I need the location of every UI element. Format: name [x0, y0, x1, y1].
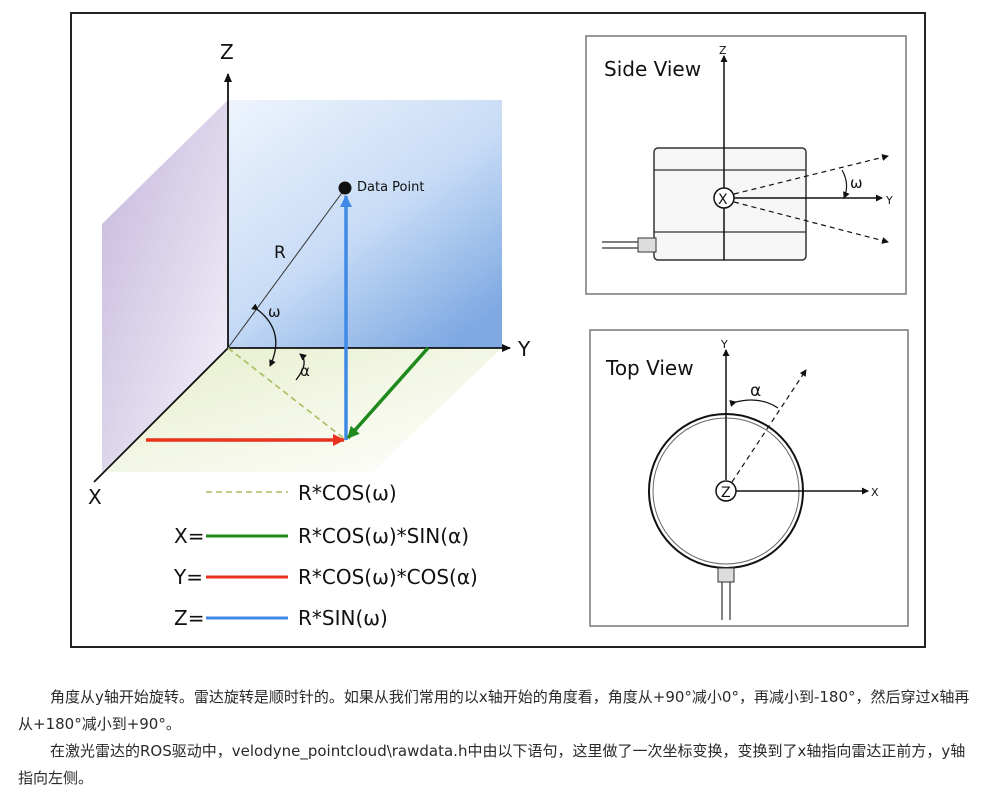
radius-line: [227, 189, 345, 349]
top-z-circle: [715, 480, 737, 502]
figure-canvas: Z Y X Data Point R ω α R*COS(ω) X= R*COS…: [88, 35, 909, 630]
axis-label-x: X: [88, 485, 102, 509]
top-cable-connector: [717, 567, 735, 583]
cable-connector: [637, 237, 657, 253]
axis-label-z: Z: [220, 40, 234, 64]
top-view-title: Top View: [605, 356, 694, 380]
alpha-arc: [295, 353, 307, 381]
top-axis-label-z: Z: [721, 485, 731, 501]
axis-label-y: Y: [517, 337, 531, 361]
legend-formula-x: R*COS(ω)*SIN(α): [298, 524, 469, 548]
paragraph-text-1: 角度从y轴开始旋转。雷达旋转是顺时针的。如果从我们常用的以x轴开始的角度看，角度…: [18, 688, 970, 733]
alpha-label: α: [300, 362, 310, 380]
paragraph-rotation-direction: 角度从y轴开始旋转。雷达旋转是顺时针的。如果从我们常用的以x轴开始的角度看，角度…: [18, 684, 980, 738]
top-alpha-arc: [729, 399, 779, 409]
legend-prefix-y: Y=: [173, 565, 203, 589]
legend-formula-y: R*COS(ω)*COS(α): [298, 565, 478, 589]
side-view-title: Side View: [604, 57, 701, 81]
legend-formula-projection: R*COS(ω): [298, 481, 397, 505]
side-axis-label-x: X: [718, 192, 728, 208]
top-view-panel: Top View Y X α Z: [589, 329, 909, 627]
paragraph-text-2: 在激光雷达的ROS驱动中，velodyne_pointcloud\rawdata…: [18, 742, 966, 787]
top-beam: [731, 369, 807, 483]
projection-line: [227, 347, 347, 441]
data-point-dot: [338, 181, 352, 195]
x-axis: [93, 347, 229, 483]
legend-prefix-x: X=: [174, 524, 204, 548]
side-x-circle: [713, 187, 735, 209]
legend-prefix-z: Z=: [174, 606, 204, 630]
data-point-label: Data Point: [357, 180, 424, 195]
side-axis-label-y: Y: [885, 194, 893, 207]
side-axis-label-z: Z: [719, 44, 727, 57]
omega-arc: [251, 303, 277, 367]
side-omega-label: ω: [850, 174, 863, 192]
legend-formula-z: R*SIN(ω): [298, 606, 388, 630]
main-3d-diagram: Z Y X Data Point R ω α R*COS(ω) X= R*COS…: [88, 40, 531, 630]
side-view-panel: Side View Z Y X ω: [585, 35, 907, 295]
top-axis-label-y: Y: [720, 338, 728, 351]
top-axis-label-x: X: [871, 486, 879, 499]
coordinate-figure: Z Y X Data Point R ω α R*COS(ω) X= R*COS…: [70, 12, 926, 648]
side-omega-arc: [841, 169, 850, 199]
formula-legend: R*COS(ω) X= R*COS(ω)*SIN(α) Y= R*COS(ω)*…: [173, 481, 478, 630]
omega-label: ω: [268, 303, 281, 321]
top-alpha-label: α: [750, 381, 761, 401]
paragraph-ros-driver: 在激光雷达的ROS驱动中，velodyne_pointcloud\rawdata…: [18, 738, 980, 792]
yz-plane: [228, 100, 502, 348]
x-component-arrow: [346, 346, 430, 440]
radius-label: R: [274, 243, 286, 263]
